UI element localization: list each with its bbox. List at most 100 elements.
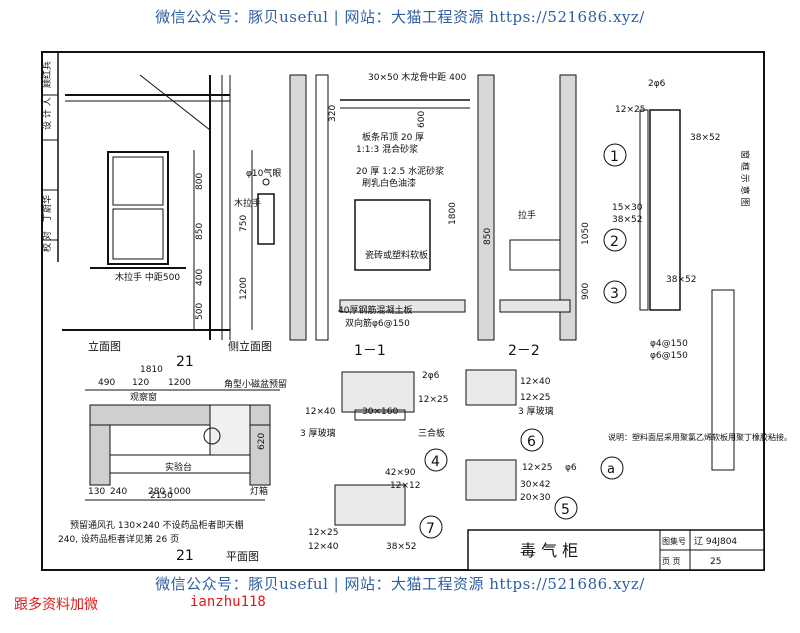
dim-900: 900 bbox=[581, 283, 591, 300]
corner-basin-label: 角型小磁盆预留 bbox=[224, 378, 287, 390]
section-1-title: 1－1 bbox=[354, 343, 386, 359]
marker-label: 2 bbox=[610, 234, 619, 250]
rebar-phi6-b: 2φ6 bbox=[422, 371, 440, 381]
dim-800: 800 bbox=[195, 173, 205, 190]
watermark-top: 微信公众号：豚贝useful | 网站：大猫工程资源 https://52168… bbox=[155, 8, 645, 26]
sidebar-label: 丁蔚华 bbox=[41, 195, 53, 222]
marker-label: 7 bbox=[426, 521, 435, 537]
view-21-top: 21 bbox=[176, 354, 194, 370]
size-30x160: 30×160 bbox=[362, 407, 398, 417]
lab-table-label: 实验台 bbox=[165, 461, 192, 473]
sheet-border bbox=[41, 51, 765, 571]
promo-text-left: 跟多资料加微 bbox=[14, 597, 98, 613]
plan-dim-1000: 1000 bbox=[168, 487, 191, 497]
plan-dim-280: 280 bbox=[148, 487, 165, 497]
tile-pvc-label: 瓷砖或塑料软板 bbox=[365, 249, 428, 261]
size-12x40: 12×40 bbox=[305, 407, 336, 417]
size-15x30: 15×30 bbox=[612, 203, 643, 213]
dim-1800: 1800 bbox=[448, 202, 458, 225]
section-2-2: 拉手 850 900 1050 2－2 bbox=[477, 74, 591, 359]
front-view-title: 立面图 bbox=[88, 339, 121, 353]
plan-view: 1810 490 120 1200 2150 1000 240 130 280 … bbox=[58, 354, 287, 564]
marker-label: 4 bbox=[431, 454, 440, 470]
size-30x42: 30×42 bbox=[520, 480, 550, 490]
title-text: 毒 气 柜 bbox=[520, 541, 578, 560]
front-elevation: 木拉手 中距500 800 850 400 500 立面图 bbox=[62, 74, 230, 353]
details: 12×40 30×160 12×25 3 厚玻璃 三合板 42×90 12×12… bbox=[300, 369, 792, 552]
page-label: 页 页 bbox=[662, 557, 681, 566]
size-38x52: 38×52 bbox=[690, 133, 720, 143]
white-paint-label: 刷乳白色油漆 bbox=[362, 177, 416, 189]
side-elevation: φ10气眼 木拉手 750 1200 侧立面图 bbox=[228, 75, 281, 353]
plan-view-title: 平面图 bbox=[226, 550, 259, 563]
window-frame-sketch: 2φ6 12×25 38×52 15×30 38×52 38×52 φ4@150… bbox=[612, 79, 751, 471]
section-2-title: 2－2 bbox=[508, 343, 540, 359]
size-12x25-b: 12×25 bbox=[418, 395, 448, 405]
dim-400: 400 bbox=[195, 269, 205, 286]
plan-dim-1200: 1200 bbox=[168, 378, 191, 388]
size-12x25-e: 12×25 bbox=[522, 463, 552, 473]
lamp-slot-label: 灯箱 bbox=[250, 485, 268, 497]
dim-850-b: 850 bbox=[483, 228, 493, 245]
dim-850: 850 bbox=[195, 223, 205, 240]
size-12x25-d: 12×25 bbox=[520, 393, 550, 403]
plan-dim-2150: 2150 bbox=[150, 491, 173, 501]
size-12x12: 12×12 bbox=[390, 481, 420, 491]
size-38x52-c: 38×52 bbox=[666, 275, 696, 285]
rebar-label: 双向筋φ6@150 bbox=[345, 317, 410, 329]
dim-320: 320 bbox=[328, 105, 338, 122]
wood-handle-side-label: 木拉手 bbox=[234, 197, 261, 209]
markers: 1 2 3 4 5 6 7 a bbox=[419, 143, 627, 539]
page-number: 25 bbox=[710, 557, 721, 567]
sidebar-label: 设 计 人 bbox=[41, 97, 53, 130]
cabinet-note-label: 240, 设药品柜者详见第 26 页 bbox=[58, 533, 179, 545]
phi4-label: φ4@150 bbox=[650, 339, 688, 349]
triple-board-label: 三合板 bbox=[418, 427, 445, 439]
dim-1050: 1050 bbox=[581, 222, 591, 245]
size-38x52-b: 38×52 bbox=[612, 215, 642, 225]
size-12x40-b: 12×40 bbox=[308, 542, 339, 552]
title-block: 毒 气 柜 图集号 辽 94J804 页 页 25 bbox=[467, 529, 765, 571]
sketch-label: 窗 框 示 意 图 bbox=[739, 150, 751, 206]
note-label: 说明：塑料面层采用聚氯乙烯软板用聚丁橡胶粘接。 bbox=[608, 432, 792, 442]
phi6-label: φ6@150 bbox=[650, 351, 688, 361]
sidebar: 校 对 丁蔚华 设 计 人 顾红兵 bbox=[41, 52, 59, 262]
section-1-1: 30×50 木龙骨中距 400 板条吊顶 20 厚 1:1:3 混合砂浆 20 … bbox=[289, 71, 470, 359]
marker-label: 3 bbox=[610, 286, 619, 302]
size-12x40-c: 12×40 bbox=[520, 377, 551, 387]
glass-3-label: 3 厚玻璃 bbox=[300, 427, 336, 439]
plan-dim-130: 130 bbox=[88, 487, 105, 497]
vent-hole-label: φ10气眼 bbox=[246, 167, 281, 179]
handle-label: 拉手 bbox=[518, 209, 536, 221]
sidebar-label: 校 对 bbox=[41, 231, 53, 252]
side-view-title: 侧立面图 bbox=[228, 339, 272, 353]
plan-dim-490: 490 bbox=[98, 378, 115, 388]
keel-label: 30×50 木龙骨中距 400 bbox=[368, 71, 467, 83]
view-21-bottom: 21 bbox=[176, 548, 194, 564]
hanging-board-label: 板条吊顶 20 厚 bbox=[362, 131, 424, 143]
marker-label: a bbox=[607, 462, 615, 477]
mortar-125-label: 20 厚 1:2.5 水泥砂浆 bbox=[356, 165, 444, 177]
glass-3b-label: 3 厚玻璃 bbox=[518, 405, 554, 417]
slab-label: 40厚钢筋混凝土板 bbox=[338, 304, 412, 316]
dim-500: 500 bbox=[195, 303, 205, 320]
size-38x52-d: 38×52 bbox=[386, 542, 416, 552]
dim-1200: 1200 bbox=[239, 277, 249, 300]
promo-text-right: ianzhu118 bbox=[190, 594, 266, 610]
wood-handle-label: 木拉手 中距500 bbox=[115, 271, 180, 283]
dim-750: 750 bbox=[239, 215, 249, 232]
size-20x30: 20×30 bbox=[520, 493, 551, 503]
watermark-bottom: 微信公众号：豚贝useful | 网站：大猫工程资源 https://52168… bbox=[155, 575, 645, 593]
atlas-number: 辽 94J804 bbox=[694, 536, 737, 547]
plan-dim-620: 620 bbox=[257, 433, 267, 450]
marker-label: 6 bbox=[527, 434, 536, 450]
atlas-label: 图集号 bbox=[662, 536, 686, 546]
plan-dim-240: 240 bbox=[110, 487, 127, 497]
size-12x25-c: 12×25 bbox=[308, 528, 338, 538]
size-12x25: 12×25 bbox=[615, 105, 645, 115]
plan-dim-120: 120 bbox=[132, 378, 149, 388]
mortar-113-label: 1:1:3 混合砂浆 bbox=[356, 143, 418, 155]
marker-label: 5 bbox=[561, 502, 570, 518]
rebar-phi6-label: 2φ6 bbox=[648, 79, 666, 89]
